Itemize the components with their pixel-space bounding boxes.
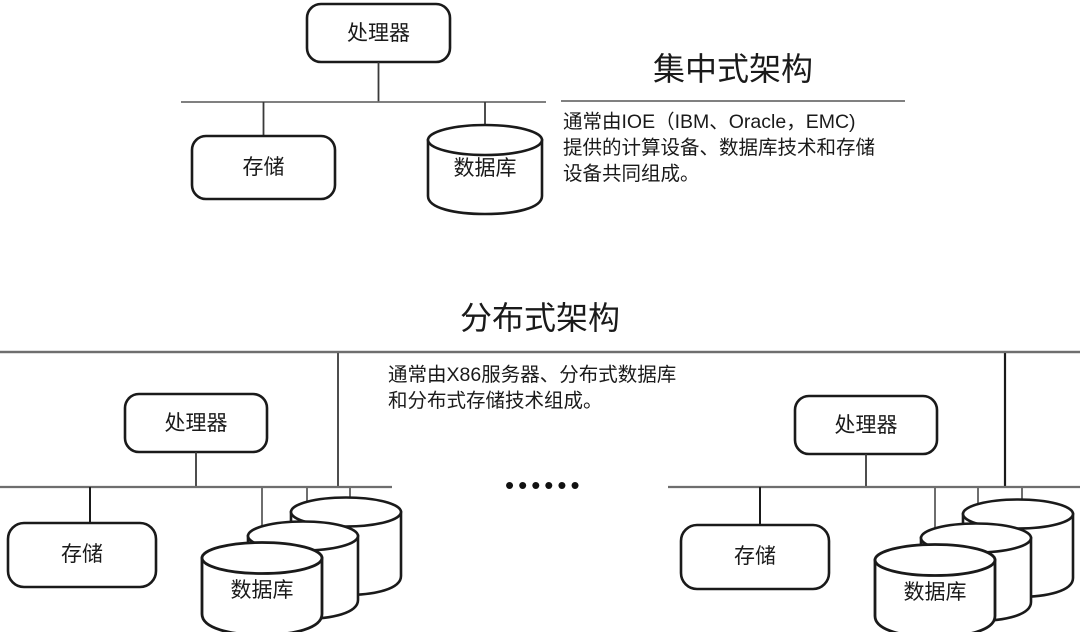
distributed-left-processor-box: [123, 392, 269, 454]
distributed-left-storage-box: [6, 521, 158, 589]
centralized-processor-box: [305, 2, 452, 64]
database-cylinder-front: [200, 541, 324, 632]
distributed-section-title: 分布式架构: [459, 300, 620, 336]
distributed-left-database-cluster: [200, 496, 403, 632]
distributed-right-processor-box: [793, 394, 939, 456]
distributed-description: 通常由X86服务器、分布式数据库 和分布式存储技术组成。: [388, 364, 677, 412]
distributed-right-storage-box: [679, 523, 831, 591]
centralized-description: 通常由IOE（IBM、Oracle，EMC) 提供的计算设备、数据库技术和存储 …: [563, 111, 876, 185]
cluster-ellipsis: ••••••: [505, 470, 584, 500]
distributed-right-database-cluster: [873, 498, 1075, 632]
database-cylinder-front: [873, 543, 997, 632]
centralized-storage-box: [190, 134, 337, 201]
centralized-database-cylinder: [426, 123, 544, 216]
centralized-section-title: 集中式架构: [652, 51, 813, 87]
